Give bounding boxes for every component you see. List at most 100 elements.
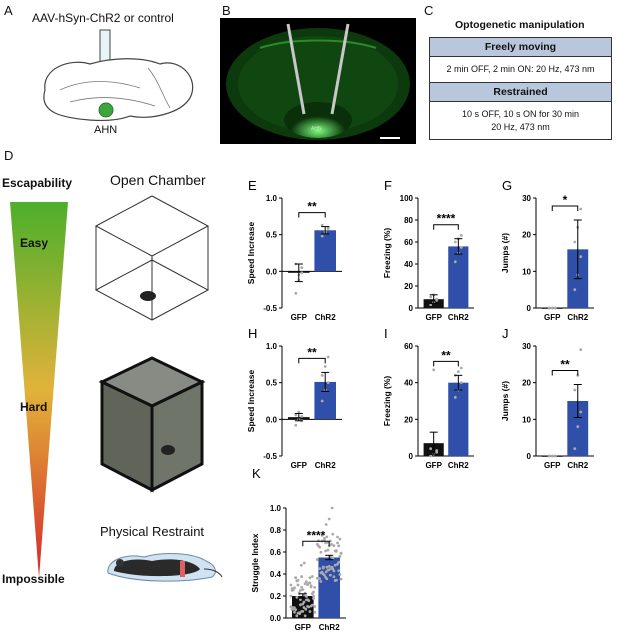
data-point bbox=[299, 588, 302, 592]
panel-c-title: Optogenetic manipulation bbox=[455, 19, 585, 31]
data-point bbox=[310, 575, 314, 578]
data-point bbox=[308, 610, 312, 613]
data-point bbox=[547, 454, 551, 458]
y-tick-label: -0.5 bbox=[263, 452, 277, 461]
data-point bbox=[312, 594, 315, 598]
y-tick-label: 60 bbox=[404, 238, 413, 247]
data-point bbox=[550, 306, 554, 310]
data-point bbox=[319, 580, 323, 583]
y-tick-label: 0.5 bbox=[266, 231, 278, 240]
data-point bbox=[337, 544, 341, 548]
x-tick-label-gfp: GFP bbox=[425, 461, 442, 470]
data-point bbox=[332, 544, 336, 548]
fiber-track-right bbox=[330, 23, 350, 115]
bar-chr2 bbox=[314, 230, 336, 272]
data-point bbox=[302, 561, 306, 565]
data-point bbox=[459, 366, 463, 370]
data-point bbox=[573, 388, 577, 392]
easy-label: Easy bbox=[20, 236, 49, 250]
y-axis-label: Jumps (#) bbox=[500, 381, 510, 421]
x-tick-label-chr2: ChR2 bbox=[448, 313, 469, 322]
data-point bbox=[326, 227, 330, 231]
data-point bbox=[553, 306, 557, 310]
data-point bbox=[435, 297, 439, 301]
data-point bbox=[453, 240, 457, 244]
freely-moving-heading: Freely moving bbox=[430, 38, 611, 57]
data-point bbox=[573, 447, 577, 451]
data-point bbox=[328, 573, 332, 577]
data-point bbox=[310, 592, 314, 596]
restrained-protocol-line2: 20 Hz, 473 nm bbox=[491, 122, 550, 132]
data-point bbox=[297, 410, 301, 414]
data-point bbox=[293, 586, 296, 590]
data-point bbox=[327, 517, 331, 521]
panel-letter-g: G bbox=[502, 178, 512, 193]
data-point bbox=[300, 415, 304, 418]
y-tick-label: 20 bbox=[522, 379, 531, 388]
mouse-brain-sagittal-illustration bbox=[43, 29, 194, 121]
y-tick-label: 10 bbox=[522, 267, 531, 276]
y-axis-label: Freezing (%) bbox=[382, 376, 392, 427]
y-axis-label: Speed Increase bbox=[246, 222, 256, 285]
significance-bracket bbox=[433, 224, 459, 230]
data-point bbox=[320, 373, 324, 377]
data-point bbox=[331, 556, 335, 560]
data-point bbox=[302, 600, 306, 604]
x-tick-label-gfp: GFP bbox=[544, 313, 561, 322]
data-point bbox=[294, 608, 298, 612]
data-point bbox=[309, 584, 313, 588]
data-point bbox=[307, 599, 311, 602]
panel-letter-h: H bbox=[248, 326, 257, 341]
open-chamber-illustration bbox=[94, 195, 210, 321]
data-point bbox=[301, 610, 305, 613]
ahn-injection-site-icon bbox=[98, 102, 114, 118]
significance-label: ** bbox=[560, 358, 570, 372]
data-point bbox=[317, 544, 320, 548]
y-axis-label: Jumps (#) bbox=[500, 233, 510, 273]
significance-label: ** bbox=[307, 200, 317, 214]
data-point bbox=[301, 588, 305, 592]
data-point bbox=[338, 554, 342, 558]
data-point bbox=[318, 577, 322, 581]
data-point bbox=[547, 306, 551, 310]
restrained-mouse-illustration bbox=[107, 553, 223, 582]
data-point bbox=[334, 549, 338, 552]
data-point bbox=[294, 291, 298, 295]
data-point bbox=[453, 395, 457, 399]
freely-moving-box: Freely moving 2 min OFF, 2 min ON: 20 Hz… bbox=[429, 37, 612, 84]
y-tick-label: 0 bbox=[527, 452, 532, 461]
y-tick-label: 20 bbox=[404, 415, 413, 424]
data-point bbox=[573, 240, 577, 244]
data-point bbox=[313, 586, 317, 589]
panel-letter-b: B bbox=[222, 3, 231, 18]
data-point bbox=[295, 595, 299, 599]
significance-label: ** bbox=[307, 345, 317, 359]
data-point bbox=[307, 605, 311, 609]
data-point bbox=[300, 575, 304, 578]
freely-moving-protocol: 2 min OFF, 2 min ON: 20 Hz, 473 nm bbox=[446, 64, 595, 74]
x-tick-label-chr2: ChR2 bbox=[315, 461, 336, 470]
data-point bbox=[319, 550, 323, 554]
data-point bbox=[289, 605, 293, 609]
escapability-label: Escapability bbox=[2, 176, 73, 190]
significance-bracket bbox=[551, 205, 579, 211]
data-point bbox=[579, 410, 583, 414]
data-point bbox=[323, 365, 327, 368]
significance-bracket bbox=[433, 360, 459, 367]
y-tick-label: 0.5 bbox=[266, 379, 278, 388]
data-point bbox=[332, 575, 336, 579]
data-point bbox=[330, 543, 333, 546]
x-tick-label-chr2: ChR2 bbox=[567, 313, 588, 322]
data-point bbox=[303, 614, 307, 618]
fiber-track-left bbox=[286, 23, 306, 115]
bar-chr2 bbox=[567, 401, 589, 456]
data-point bbox=[296, 583, 300, 587]
significance-label: * bbox=[563, 193, 568, 207]
mouse-icon bbox=[140, 291, 156, 301]
y-axis-label: Struggle Index bbox=[250, 533, 260, 592]
significance-bracket bbox=[551, 370, 579, 376]
physical-restraint-label: Physical Restraint bbox=[100, 524, 205, 539]
